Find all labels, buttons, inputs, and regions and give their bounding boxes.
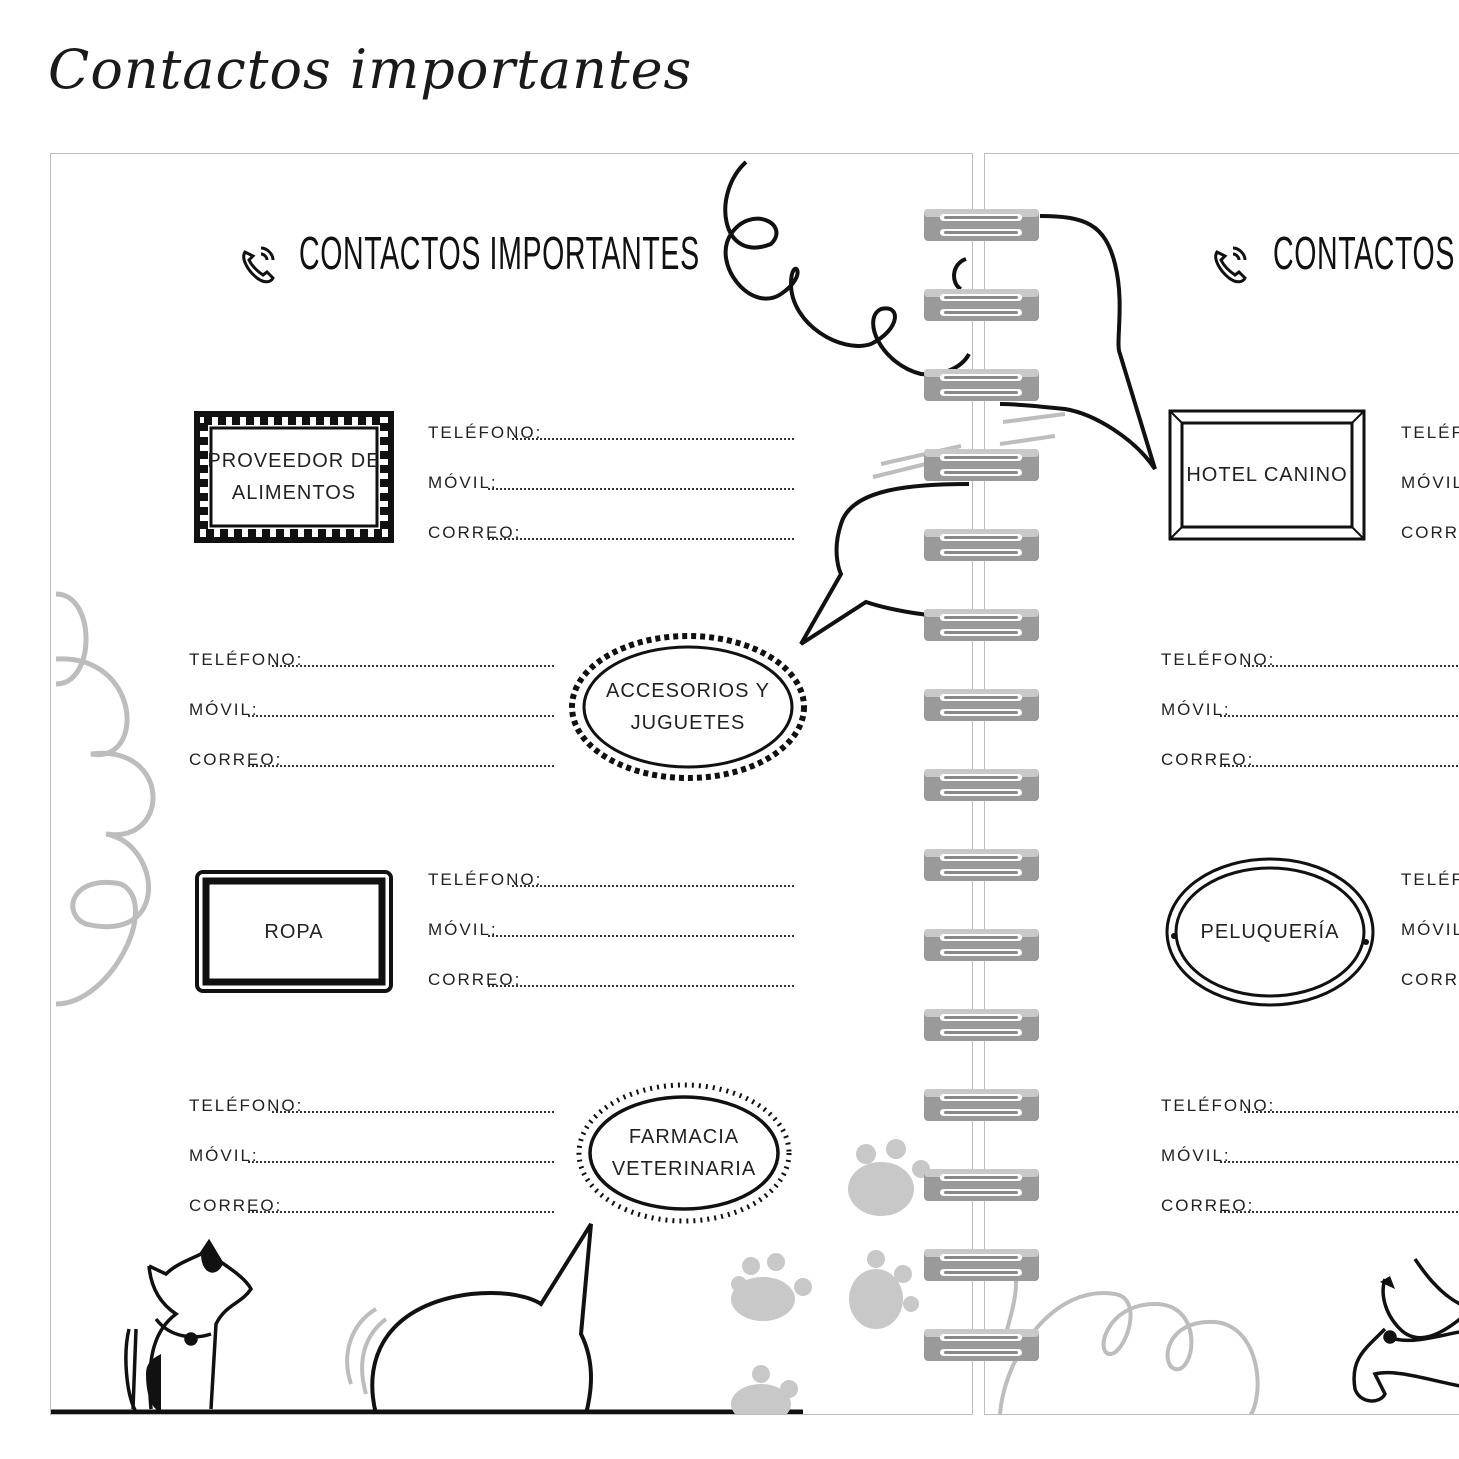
category-label: ACCESORIOS Y JUGUETES xyxy=(606,680,770,734)
phone-field[interactable]: TELÉFONO: xyxy=(1401,866,1459,890)
contact-fields: TELÉFONO: MÓVIL: CORREO: xyxy=(1401,866,1459,1016)
mobile-field[interactable]: MÓVIL: xyxy=(1401,916,1459,940)
phone-field[interactable]: TELÉFONO: xyxy=(428,419,794,443)
email-field[interactable]: CORREO: xyxy=(1161,1192,1459,1216)
mobile-field[interactable]: MÓVIL: xyxy=(428,469,794,493)
mobile-field[interactable]: MÓVIL: xyxy=(428,916,794,940)
field-label: MÓVIL: xyxy=(1401,473,1459,492)
contact-fields: TELÉFONO: MÓVIL: CORREO: xyxy=(189,646,554,796)
spiral-ring xyxy=(924,689,1039,721)
mobile-field[interactable]: MÓVIL: xyxy=(1401,469,1459,493)
field-label: MÓVIL: xyxy=(189,1146,259,1165)
phone-field[interactable]: TELÉFONO: xyxy=(189,646,554,670)
field-label: CORREO: xyxy=(1401,970,1459,989)
contact-fields: TELÉFONO: MÓVIL: CORREO: xyxy=(189,1092,554,1242)
phone-ringing-icon xyxy=(242,246,275,284)
category-frame: HOTEL CANINO xyxy=(1168,409,1366,541)
field-label: TELÉFONO: xyxy=(189,1096,304,1115)
phone-field[interactable]: TELÉFONO: xyxy=(1161,646,1459,670)
section-header: CONTACTOS IMPORTANTES xyxy=(299,227,700,279)
mobile-field[interactable]: MÓVIL: xyxy=(1161,696,1459,720)
spiral-ring xyxy=(924,529,1039,561)
field-label: MÓVIL: xyxy=(1161,1146,1231,1165)
field-label: MÓVIL: xyxy=(428,473,498,492)
field-label: TELÉFONO: xyxy=(189,650,304,669)
spiral-ring xyxy=(924,289,1039,321)
bottom-speech-bubble xyxy=(370,1222,593,1414)
field-label: MÓVIL: xyxy=(1401,920,1459,939)
spiral-ring xyxy=(924,769,1039,801)
contact-fields: TELÉFONO: MÓVIL: CORREO: xyxy=(1161,646,1459,796)
email-field[interactable]: CORREO: xyxy=(189,746,554,770)
field-label: CORREO: xyxy=(189,1196,283,1215)
gray-loop-decoration xyxy=(55,591,156,1007)
field-label: TELÉFONO: xyxy=(428,423,543,442)
field-label: CORREO: xyxy=(189,750,283,769)
spiral-ring xyxy=(924,849,1039,881)
email-field[interactable]: CORREO: xyxy=(1401,966,1459,990)
field-label: CORREO: xyxy=(428,970,522,989)
section-header: CONTACTOS xyxy=(1273,227,1455,279)
spiral-ring xyxy=(924,209,1039,241)
phone-field[interactable]: TELÉFONO: xyxy=(428,866,794,890)
category-label: PROVEEDOR DE ALIMENTOS xyxy=(207,450,381,504)
category-label: FARMACIA VETERINARIA xyxy=(611,1126,757,1180)
phone-field[interactable]: TELÉFONO: xyxy=(1401,419,1459,443)
curly-line-decoration xyxy=(723,160,971,377)
speech-bubble-outline xyxy=(999,214,1157,471)
phone-field[interactable]: TELÉFONO: xyxy=(1161,1092,1459,1116)
email-field[interactable]: CORREO: xyxy=(428,519,794,543)
category-label: ROPA xyxy=(264,920,324,943)
contact-fields: TELÉFONO: MÓVIL: CORREO: xyxy=(1161,1092,1459,1242)
spiral-ring xyxy=(924,1249,1039,1281)
field-label: CORREO: xyxy=(1401,523,1459,542)
field-label: CORREO: xyxy=(1161,750,1255,769)
email-field[interactable]: CORREO: xyxy=(1401,519,1459,543)
spiral-ring xyxy=(924,929,1039,961)
contact-fields: TELÉFONO: MÓVIL: CORREO: xyxy=(428,866,794,1016)
mobile-field[interactable]: MÓVIL: xyxy=(189,696,554,720)
spiral-ring xyxy=(924,369,1039,401)
category-label: HOTEL CANINO xyxy=(1186,464,1348,486)
phone-field[interactable]: TELÉFONO: xyxy=(189,1092,554,1116)
spiral-ring xyxy=(924,1169,1039,1201)
field-label: TELÉFONO: xyxy=(428,870,543,889)
email-field[interactable]: CORREO: xyxy=(189,1192,554,1216)
category-frame: ROPA xyxy=(194,869,394,994)
spiral-ring xyxy=(924,449,1039,481)
field-label: MÓVIL: xyxy=(428,920,498,939)
left-notebook-page: CONTACTOS IMPORTANTES PROVEEDOR DE ALIME… xyxy=(50,153,973,1415)
phone-ringing-icon xyxy=(1214,246,1247,284)
email-field[interactable]: CORREO: xyxy=(1161,746,1459,770)
field-label: TELÉFONO: xyxy=(1401,870,1459,889)
category-frame: PELUQUERÍA xyxy=(1165,856,1375,1008)
mobile-field[interactable]: MÓVIL: xyxy=(189,1142,554,1166)
mobile-field[interactable]: MÓVIL: xyxy=(1161,1142,1459,1166)
email-field[interactable]: CORREO: xyxy=(428,966,794,990)
field-label: MÓVIL: xyxy=(1161,700,1231,719)
category-frame: ACCESORIOS Y JUGUETES xyxy=(568,632,808,782)
field-label: CORREO: xyxy=(1161,1196,1255,1215)
field-label: TELÉFONO: xyxy=(1161,1096,1276,1115)
field-label: TELÉFONO: xyxy=(1161,650,1276,669)
contact-fields: TELÉFONO: MÓVIL: CORREO: xyxy=(1401,419,1459,569)
contact-fields: TELÉFONO: MÓVIL: CORREO: xyxy=(428,419,794,569)
right-notebook-page: CONTACTOS HOTEL CANINO TELÉFONO: MÓVIL: … xyxy=(984,153,1459,1415)
category-label: PELUQUERÍA xyxy=(1200,921,1340,943)
spiral-ring xyxy=(924,1089,1039,1121)
spiral-ring xyxy=(924,1009,1039,1041)
category-frame: FARMACIA VETERINARIA xyxy=(576,1082,792,1224)
spiral-ring xyxy=(924,609,1039,641)
field-label: MÓVIL: xyxy=(189,700,259,719)
page-title: Contactos importantes xyxy=(48,38,693,101)
dog-icon xyxy=(1352,1258,1459,1403)
dog-icon xyxy=(124,1238,254,1413)
spiral-ring xyxy=(924,1329,1039,1361)
field-label: CORREO: xyxy=(428,523,522,542)
field-label: TELÉFONO: xyxy=(1401,423,1459,442)
category-frame: PROVEEDOR DE ALIMENTOS xyxy=(194,411,394,543)
